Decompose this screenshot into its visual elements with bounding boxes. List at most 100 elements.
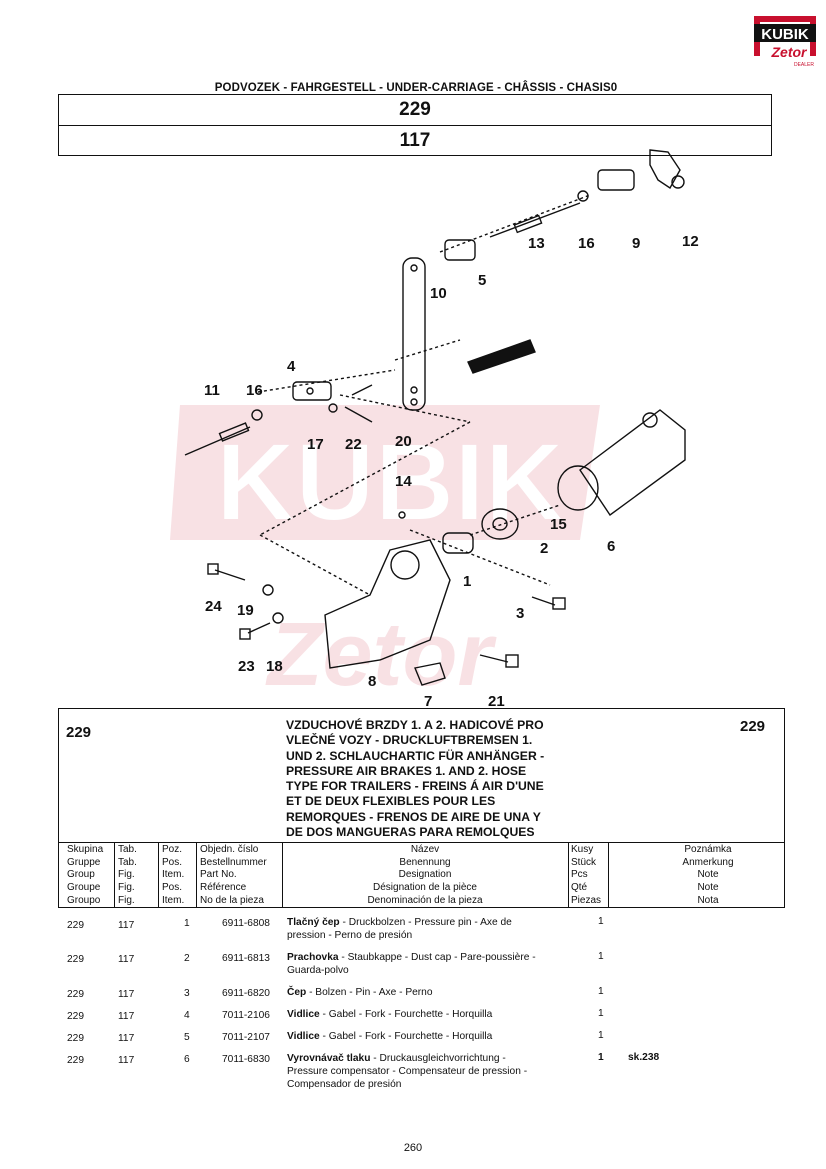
- row-4-group: 229: [67, 1011, 84, 1022]
- logo-kubik-text: KUBIK: [761, 26, 809, 43]
- row-3-group: 229: [67, 989, 84, 1000]
- table-number: 117: [59, 125, 771, 156]
- page-header-title: PODVOZEK - FAHRGESTELL - UNDER-CARRIAGE …: [214, 82, 618, 94]
- row-3-part: 6911-6820: [222, 988, 270, 999]
- group-table-box: 229 117: [58, 94, 772, 156]
- callout-18: 18: [266, 658, 283, 675]
- callout-16b: 16: [578, 235, 595, 252]
- group-number: 229: [399, 99, 431, 120]
- callout-8: 8: [368, 673, 377, 690]
- kubik-zetor-logo: KUBIK Zetor DEALER: [752, 14, 818, 70]
- section-title-line: REMORQUES - FRENOS DE AIRE DE UNA Y: [286, 809, 541, 824]
- row-5-pos: 5: [184, 1032, 190, 1043]
- row-2-name-line2: Guarda-polvo: [287, 965, 349, 976]
- row-4-name: Vidlice - Gabel - Fork - Fourchette - Ho…: [287, 1009, 493, 1020]
- col-divider: [196, 842, 197, 908]
- row-6-name: Vyrovnávač tlaku - Druckausgleichvorrich…: [287, 1053, 506, 1064]
- callout-24: 24: [205, 598, 222, 615]
- callout-13: 13: [528, 235, 545, 252]
- row-5-tab: 117: [118, 1033, 135, 1044]
- callout-2: 2: [540, 540, 549, 557]
- row-1-qty: 1: [598, 916, 604, 927]
- row-1-name-line2: pression - Perno de presión: [287, 930, 413, 941]
- row-3-qty: 1: [598, 986, 604, 997]
- row-6-part: 7011-6830: [222, 1054, 270, 1065]
- exploded-parts-diagram: KUBIK Zetor: [140, 140, 740, 710]
- row-1-part: 6911-6808: [222, 918, 270, 929]
- row-1-name: Tlačný čep - Druckbolzen - Pressure pin …: [287, 917, 512, 928]
- row-1-pos: 1: [184, 918, 190, 929]
- callout-12: 12: [682, 233, 699, 250]
- watermark-zetor-text: Zetor: [265, 605, 498, 705]
- row-1-group: 229: [67, 920, 84, 931]
- row-4-qty: 1: [598, 1008, 604, 1019]
- row-2-tab: 117: [118, 954, 135, 965]
- col-divider: [568, 842, 569, 908]
- callout-7: 7: [424, 693, 433, 710]
- row-2-part: 6911-6813: [222, 953, 270, 964]
- row-6-name-line2: Pressure compensator - Compensateur de p…: [287, 1066, 528, 1077]
- callout-11: 11: [204, 382, 220, 399]
- section-title-line: TYPE FOR TRAILERS - FREINS Á AIR D'UNE: [286, 779, 544, 794]
- col-header-tab: Tab.Tab.Fig.Fig.Fig.: [118, 844, 137, 906]
- callout-3: 3: [516, 605, 525, 622]
- col-divider: [608, 842, 609, 908]
- section-title: VZDUCHOVÉ BRZDY 1. A 2. HADICOVÉ PRO VLE…: [286, 718, 576, 840]
- watermark: KUBIK Zetor: [170, 405, 600, 705]
- row-5-part: 7011-2107: [222, 1032, 270, 1043]
- callout-15: 15: [550, 516, 567, 533]
- callout-23: 23: [238, 658, 255, 675]
- watermark-kubik-text: KUBIK: [216, 421, 564, 544]
- callout-10: 10: [430, 285, 447, 302]
- section-group-left: 229: [66, 724, 92, 741]
- section-title-line: VZDUCHOVÉ BRZDY 1. A 2. HADICOVÉ PRO: [286, 718, 544, 732]
- section-title-line: VLEČNÉ VOZY - DRUCKLUFTBREMSEN 1.: [286, 733, 533, 748]
- logo-dealer-text: DEALER: [794, 62, 814, 68]
- column-header-divider: [58, 842, 785, 843]
- row-1-tab: 117: [118, 920, 135, 931]
- row-6-pos: 6: [184, 1054, 190, 1065]
- row-4-pos: 4: [184, 1010, 190, 1021]
- col-header-poz: Poz.Pos.Item.Pos.Item.: [162, 844, 185, 906]
- callout-5: 5: [478, 272, 487, 289]
- row-3-name: Čep - Bolzen - Pin - Axe - Perno: [287, 987, 433, 998]
- section-title-line: PRESSURE AIR BRAKES 1. AND 2. HOSE: [286, 763, 527, 778]
- callout-1: 1: [463, 573, 472, 590]
- callout-17: 17: [307, 436, 324, 453]
- section-title-line: ET DE DEUX FLEXIBLES POUR LES: [286, 794, 496, 809]
- callout-16: 16: [246, 382, 263, 399]
- row-4-part: 7011-2106: [222, 1010, 270, 1021]
- row-2-qty: 1: [598, 951, 604, 962]
- col-divider: [158, 842, 159, 908]
- section-title-line: UND 2. SCHLAUCHARTIC FÜR ANHÄNGER -: [286, 748, 545, 763]
- callout-22: 22: [345, 436, 362, 453]
- row-6-tab: 117: [118, 1055, 135, 1066]
- callout-9: 9: [632, 235, 641, 252]
- section-group-right: 229: [740, 718, 766, 735]
- row-5-group: 229: [67, 1033, 84, 1044]
- callout-6: 6: [607, 538, 616, 555]
- col-divider: [114, 842, 115, 908]
- row-3-pos: 3: [184, 988, 190, 999]
- row-6-group: 229: [67, 1055, 84, 1066]
- row-5-name: Vidlice - Gabel - Fork - Fourchette - Ho…: [287, 1031, 493, 1042]
- logo-zetor-text: Zetor: [771, 44, 809, 60]
- row-6-qty: 1: [598, 1052, 604, 1063]
- row-2-name: Prachovka - Staubkappe - Dust cap - Pare…: [287, 952, 536, 963]
- row-4-tab: 117: [118, 1011, 135, 1022]
- callout-4: 4: [287, 358, 296, 375]
- callout-14: 14: [395, 473, 412, 490]
- row-6-name-line3: Compensador de presión: [287, 1079, 402, 1090]
- callout-20: 20: [395, 433, 412, 450]
- parts-section-box: [58, 708, 785, 908]
- section-title-line: DE DOS MANGUERAS PARA REMOLQUES: [286, 825, 535, 840]
- col-divider: [282, 842, 283, 908]
- page-number: 260: [403, 1142, 423, 1154]
- row-2-pos: 2: [184, 953, 190, 964]
- row-5-qty: 1: [598, 1030, 604, 1041]
